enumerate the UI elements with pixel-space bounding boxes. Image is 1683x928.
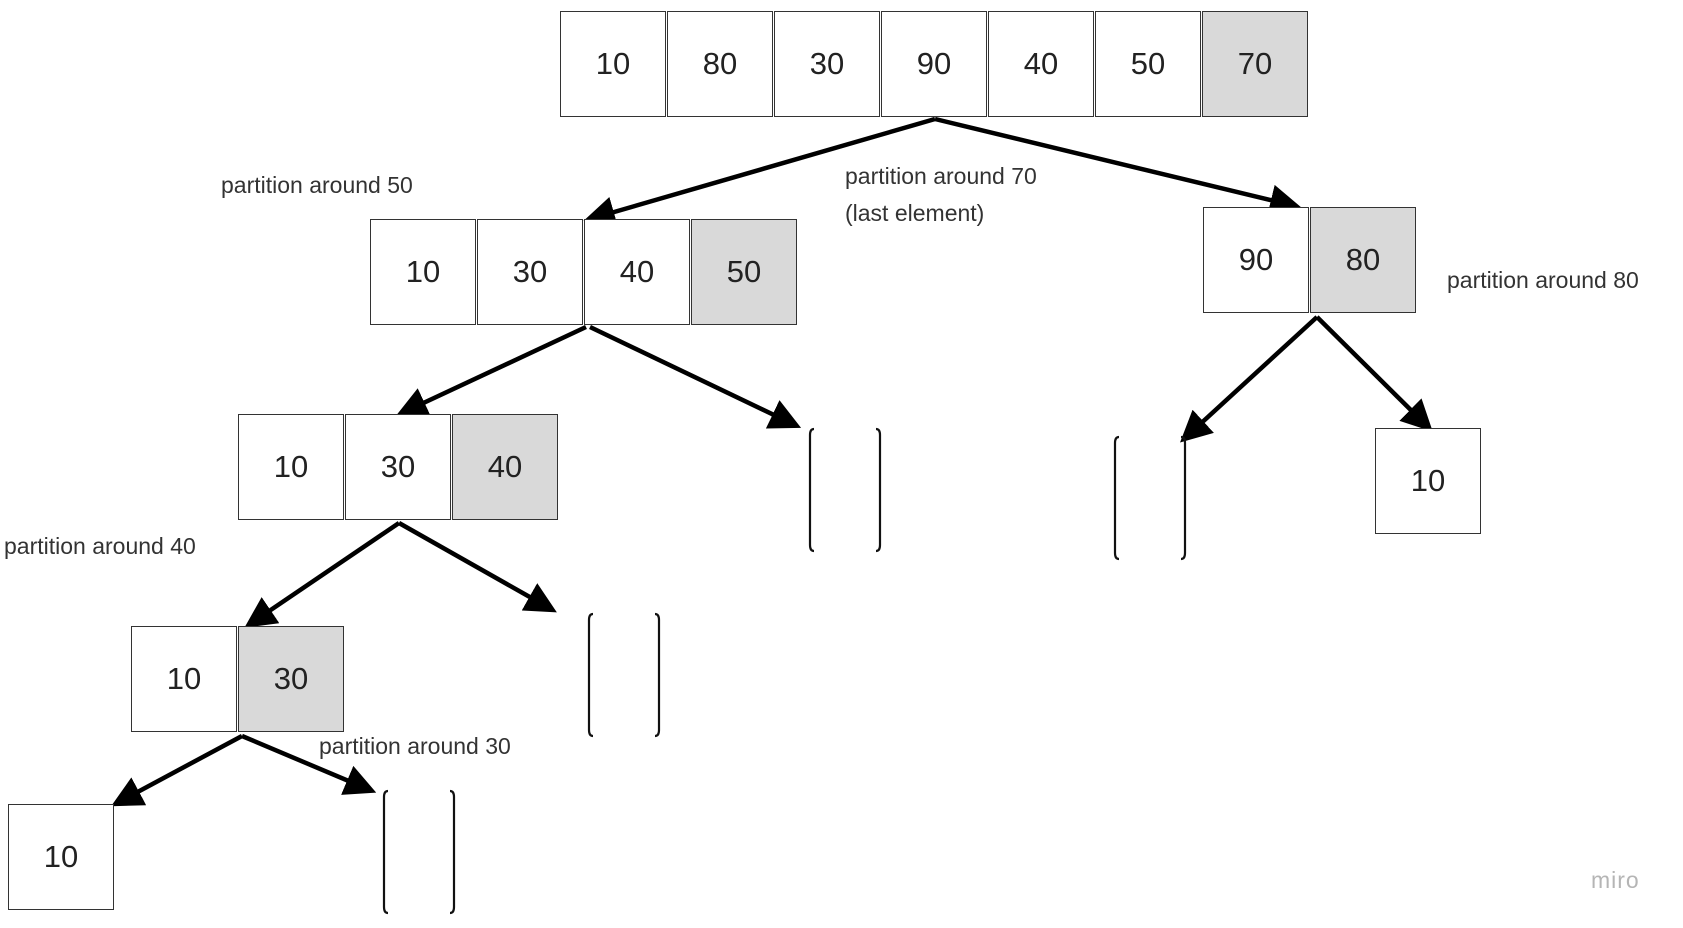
left1-cell: 30 — [477, 219, 583, 325]
arrow-root-left — [583, 116, 936, 228]
left3-cell: 30 — [238, 626, 344, 732]
label-partition-40: partition around 40 — [4, 533, 196, 559]
left3-cell: 10 — [131, 626, 237, 732]
leaf-right-cell: 10 — [1375, 428, 1481, 534]
label-partition-50: partition around 50 — [221, 172, 413, 198]
left2-cell: 30 — [345, 414, 451, 520]
label-partition-70-line2: (last element) — [845, 200, 985, 226]
arrow-left3-right — [241, 733, 377, 795]
miro-watermark: miro — [1591, 867, 1640, 893]
left1-cell: 50 — [691, 219, 797, 325]
right1-cell: 80 — [1310, 207, 1416, 313]
arrow-left3-left — [111, 734, 244, 807]
arrow-left1-left — [395, 324, 587, 417]
left2-cell: 10 — [238, 414, 344, 520]
label-partition-30: partition around 30 — [319, 733, 511, 759]
arrow-left1-right — [589, 324, 802, 429]
arrow-root-right — [934, 116, 1302, 216]
arrow-left2-left — [244, 521, 401, 628]
right1-cell: 90 — [1203, 207, 1309, 313]
root-cell: 10 — [560, 11, 666, 117]
arrow-left2-right — [397, 521, 557, 613]
root-cell: 90 — [881, 11, 987, 117]
label-partition-70: partition around 70 (last element) — [845, 158, 1037, 232]
left1-cell: 10 — [370, 219, 476, 325]
root-cell: 50 — [1095, 11, 1201, 117]
arrow-right1-left — [1180, 315, 1319, 443]
arrow-right1-right — [1315, 315, 1433, 432]
empty-array-bracket — [382, 789, 456, 915]
left2-cell: 40 — [452, 414, 558, 520]
leaf-left-cell: 10 — [8, 804, 114, 910]
empty-array-bracket — [808, 427, 882, 553]
root-cell: 30 — [774, 11, 880, 117]
left1-cell: 40 — [584, 219, 690, 325]
empty-array-bracket — [1113, 435, 1187, 561]
label-partition-70-line1: partition around 70 — [845, 163, 1037, 189]
root-cell: 80 — [667, 11, 773, 117]
label-partition-80: partition around 80 — [1447, 267, 1639, 293]
empty-array-bracket — [587, 612, 661, 738]
root-cell: 70 — [1202, 11, 1308, 117]
root-cell: 40 — [988, 11, 1094, 117]
